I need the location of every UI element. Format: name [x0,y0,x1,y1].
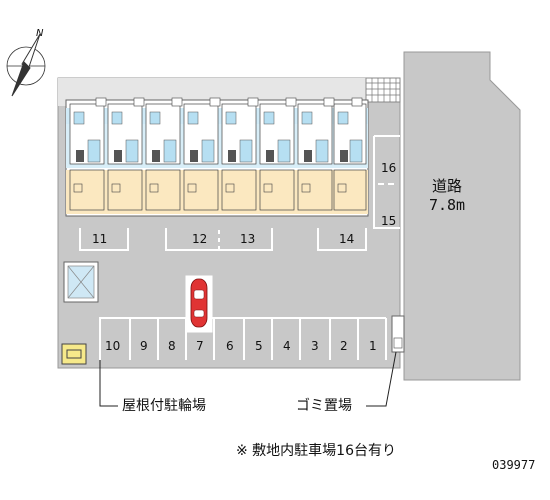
space-3-label: 3 [311,339,319,353]
road-label: 道路 7.8m [404,177,490,215]
grate-pattern [366,78,400,102]
spaces-15-16-lines [373,135,400,229]
space-5-label: 5 [255,339,263,353]
space-12-label: 12 [192,232,208,246]
space-2-label: 2 [340,339,348,353]
leader-lines [99,351,397,407]
space-11-label: 11 [92,232,108,246]
compass-north-label: N [36,28,44,39]
road-area [403,51,521,381]
space-13-label: 13 [240,232,256,246]
parking-note: ※ 敷地内駐車場16台有り [236,443,396,459]
road-name: 道路 [431,177,462,195]
road-width: 7.8m [428,195,466,214]
grate [365,77,401,103]
space-15-label: 15 [381,214,397,228]
compass-icon [6,33,46,97]
space-9-label: 9 [140,339,148,353]
bike-parking-label: 屋根付駐輪場 [122,398,206,414]
space-16-label: 16 [381,161,397,175]
space-1-label: 1 [369,339,377,353]
garbage-label: ゴミ置場 [296,398,352,414]
space-10-label: 10 [105,339,121,353]
space-8-label: 8 [168,339,176,353]
spaces-11-14-lines [79,228,367,251]
space-14-label: 14 [339,232,355,246]
space-6-label: 6 [226,339,234,353]
garbage-station [391,315,405,353]
car [185,275,213,333]
space-7-label: 7 [196,339,204,353]
mailbox [61,343,87,365]
space-4-label: 4 [283,339,291,353]
spaces-1-10-lines [99,317,387,360]
apartment-building [65,97,369,217]
reference-number: 039977 [492,458,536,472]
